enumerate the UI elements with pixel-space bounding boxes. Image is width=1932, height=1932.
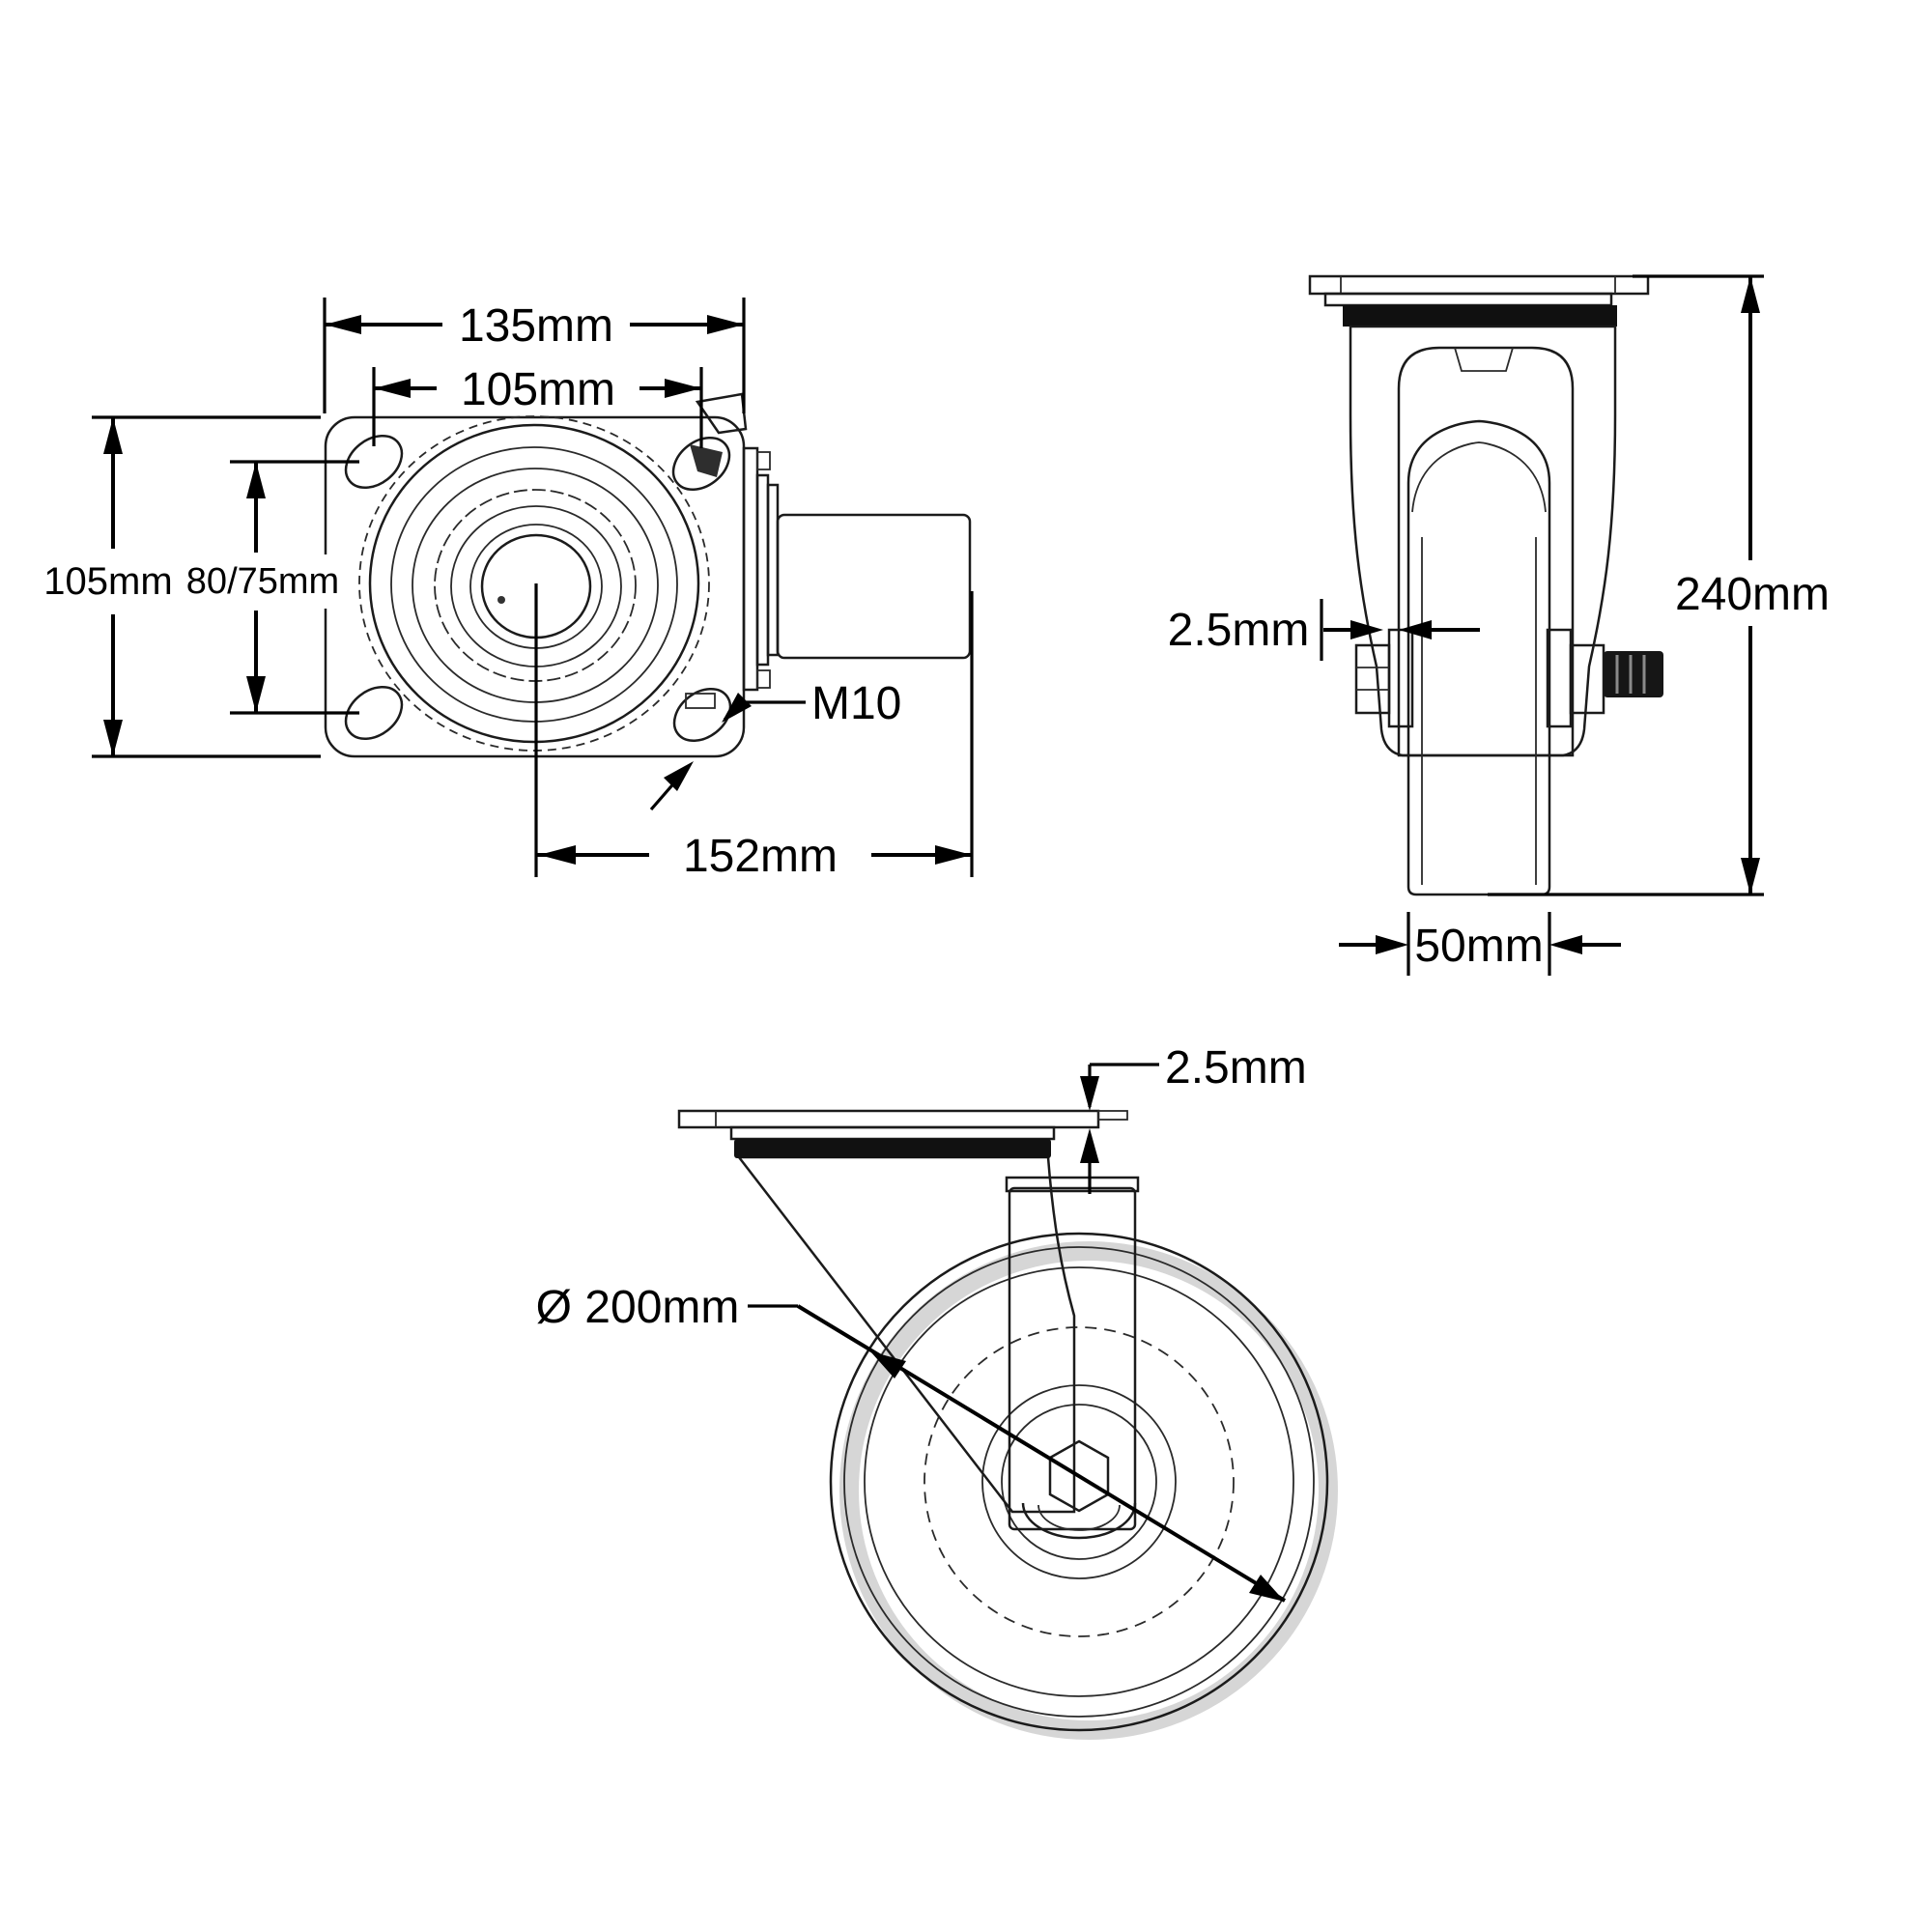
swivel-view: 2.5mm Ø 200mm bbox=[536, 1042, 1338, 1740]
hub-washer-arc bbox=[1021, 1502, 1137, 1540]
dim-overall-height-label: 240mm bbox=[1675, 569, 1830, 620]
swivel-raceway-outer bbox=[368, 423, 700, 744]
dim-wheel-diameter-label: Ø 200mm bbox=[536, 1282, 740, 1333]
dim-fork-thickness-label: 2.5mm bbox=[1168, 605, 1310, 656]
dim-plate-thickness-label: 2.5mm bbox=[1165, 1042, 1307, 1094]
brake-tab-detail bbox=[695, 392, 748, 435]
dim-bolt-spacing-y-label: 80/75mm bbox=[186, 561, 339, 602]
dim-wheel-diameter: Ø 200mm bbox=[536, 1282, 1287, 1603]
plate-edge-tab bbox=[1097, 1110, 1128, 1121]
dim-plate-width: 135mm bbox=[323, 298, 746, 413]
bolt-hole-bottom-right bbox=[672, 687, 732, 743]
wheel-bolt-circle bbox=[923, 1326, 1235, 1637]
hub-washer-arc-inner bbox=[1037, 1504, 1121, 1531]
wheel-tread-ring bbox=[843, 1246, 1315, 1718]
hub-spacer bbox=[755, 473, 770, 667]
axle-washer-right bbox=[1546, 628, 1573, 728]
wheel-side-profile bbox=[1406, 419, 1551, 896]
plate-step bbox=[1323, 292, 1613, 307]
thread-insert-detail bbox=[685, 693, 716, 709]
bolt-hole-top-left bbox=[344, 434, 404, 490]
dim-plate-depth: 105mm bbox=[31, 415, 321, 758]
raceway-ring bbox=[390, 446, 678, 723]
swivel-raceway-rim bbox=[358, 415, 710, 752]
fork-leg-cap bbox=[1005, 1176, 1140, 1193]
hub-flange bbox=[742, 446, 759, 692]
dim-plate-depth-label: 105mm bbox=[43, 560, 172, 603]
plate-step-front bbox=[729, 1125, 1056, 1141]
swivel-cone bbox=[736, 1155, 1076, 1514]
fork-window bbox=[1397, 346, 1575, 757]
top-view: 135mm 105mm 105mm bbox=[31, 298, 974, 883]
dim-bolt-thread-label: M10 bbox=[811, 678, 901, 729]
dim-bolt-spacing-x-label: 105mm bbox=[461, 364, 615, 415]
dim-bolt-spacing-y: 80/75mm bbox=[185, 460, 359, 715]
dim-plate-thickness: 2.5mm bbox=[1080, 1042, 1307, 1194]
center-mark bbox=[497, 596, 505, 604]
dim-swivel-offset-label: 152mm bbox=[683, 831, 838, 882]
dim-wheel-width: 50mm bbox=[1339, 912, 1621, 976]
hub-tab bbox=[756, 669, 771, 689]
axle-nut-left bbox=[1354, 643, 1391, 715]
swivel-seal-band bbox=[1343, 305, 1617, 327]
bolt-hole-bottom-left bbox=[344, 685, 404, 741]
fork-corner-detail bbox=[690, 444, 723, 477]
dim-plate-width-label: 135mm bbox=[459, 300, 613, 352]
seal-band-front bbox=[734, 1139, 1051, 1158]
wheel-tread-inner-arc bbox=[1411, 441, 1547, 513]
axle-thread-stud bbox=[1604, 651, 1663, 697]
dim-wheel-width-label: 50mm bbox=[1414, 921, 1543, 972]
dim-bolt-thread: M10 bbox=[649, 678, 901, 811]
dim-bolt-spacing-x: 105mm bbox=[372, 361, 703, 448]
wheel-front bbox=[829, 1232, 1329, 1732]
mounting-plate-front bbox=[677, 1109, 1100, 1129]
wheel-hub-inner bbox=[1001, 1404, 1157, 1560]
dim-overall-height: 240mm bbox=[1488, 274, 1853, 896]
hub-bearing bbox=[766, 483, 780, 657]
wheel-rim-ring bbox=[864, 1266, 1294, 1697]
fork-notch bbox=[1454, 347, 1514, 372]
dim-fork-thickness: 2.5mm bbox=[1168, 599, 1480, 661]
bolt-hole-top-right bbox=[671, 436, 731, 492]
side-view: 2.5mm 240mm 50mm bbox=[1168, 274, 1853, 976]
wheel-top-profile bbox=[776, 513, 972, 660]
dim-swivel-offset: 152mm bbox=[537, 591, 974, 883]
mounting-plate-side bbox=[1308, 274, 1650, 296]
wheel-shadow bbox=[839, 1241, 1338, 1740]
wheel-hub-ring bbox=[981, 1384, 1177, 1579]
hub-tab bbox=[756, 451, 771, 470]
